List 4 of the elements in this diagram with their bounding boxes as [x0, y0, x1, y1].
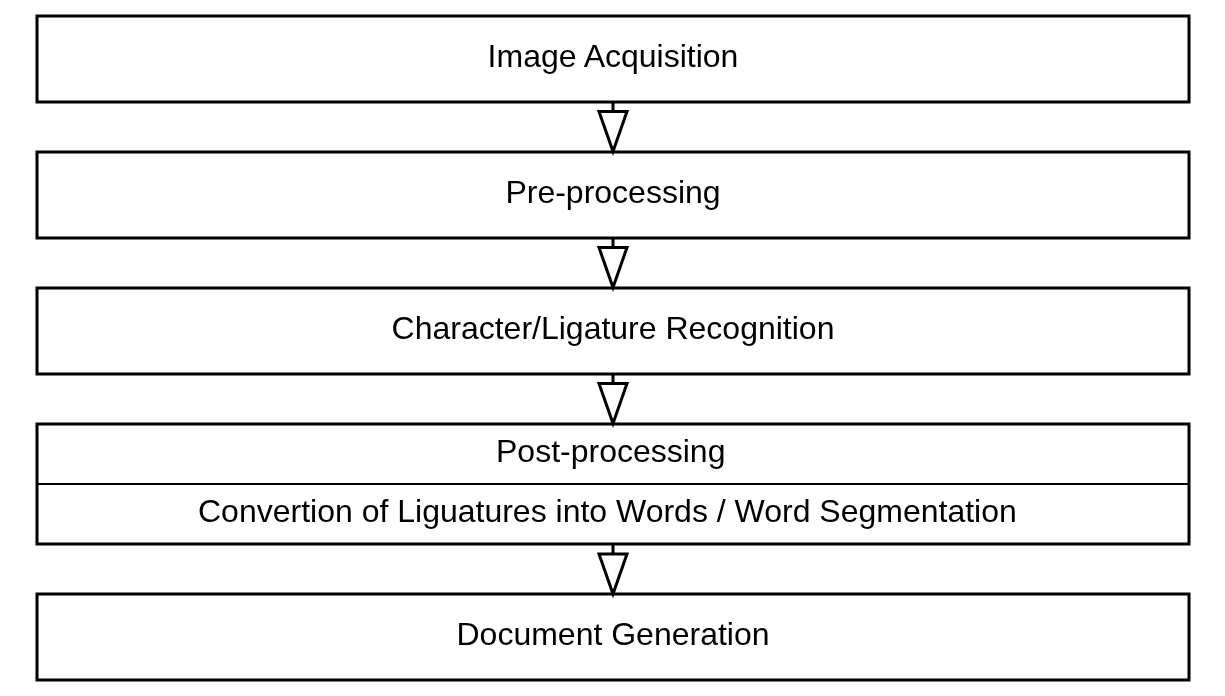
- node-box: Document Generation: [35, 592, 1190, 682]
- node-box: Character/Ligature Recognition: [35, 286, 1190, 376]
- node-box: Pre-processing: [35, 150, 1190, 240]
- node-box: Image Acquisition: [35, 14, 1190, 104]
